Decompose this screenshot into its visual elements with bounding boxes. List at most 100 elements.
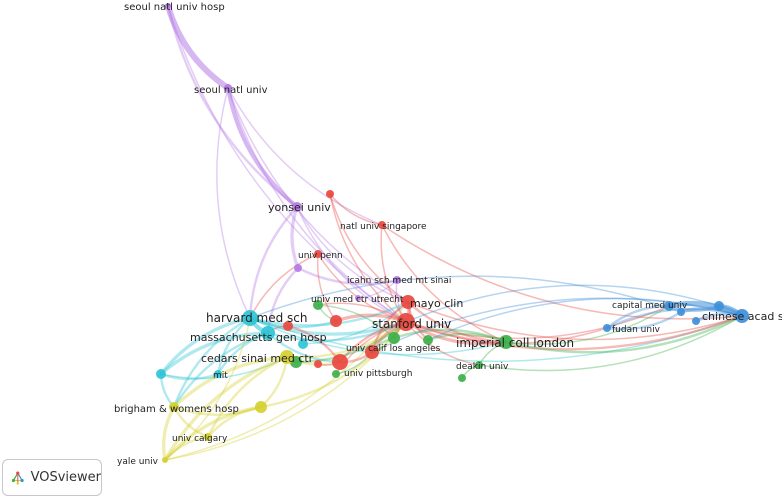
network-link xyxy=(159,331,270,376)
network-link xyxy=(504,314,744,354)
node-chinese-acad-sci[interactable] xyxy=(735,309,749,323)
node-cyan-center[interactable] xyxy=(298,339,308,349)
node-mit[interactable] xyxy=(214,370,222,378)
node-massachusetts-gen-hosp[interactable] xyxy=(261,326,275,340)
node-label-icahn: icahn sch med mt sinai xyxy=(347,276,451,286)
network-link xyxy=(404,314,744,351)
node-label-brigham-womens-hosp: brigham & womens hosp xyxy=(114,404,239,415)
node-label-univ-penn: univ penn xyxy=(298,251,343,261)
node-red-center[interactable] xyxy=(330,315,342,327)
node-label-seoul-natl-univ: seoul natl univ xyxy=(194,85,268,96)
network-link xyxy=(329,193,383,226)
node-label-harvard-med-sch: harvard med sch xyxy=(206,311,307,325)
node-green-right[interactable] xyxy=(423,335,433,345)
node-mayo-clin[interactable] xyxy=(401,295,415,309)
vosviewer-brand-name: VOSviewer xyxy=(30,470,101,485)
node-green-mid[interactable] xyxy=(388,332,400,344)
network-link xyxy=(296,206,407,323)
node-univ-calgary[interactable] xyxy=(204,433,212,441)
network-link xyxy=(392,328,508,344)
node-univ-calif-los-angeles[interactable] xyxy=(365,345,379,359)
node-label-seoul-natl-univ-hosp: seoul natl univ hosp xyxy=(124,2,225,13)
network-link xyxy=(167,5,407,323)
node-label-univ-pittsburgh: univ pittsburgh xyxy=(344,369,412,379)
node-univ-penn[interactable] xyxy=(314,250,322,258)
node-label-univ-calgary: univ calgary xyxy=(172,434,228,444)
node-yellow-mid[interactable] xyxy=(255,401,267,413)
network-link xyxy=(163,405,263,462)
node-yale-univ[interactable] xyxy=(162,457,168,463)
network-links xyxy=(159,3,745,462)
network-link xyxy=(248,205,299,320)
node-univ-pittsburgh[interactable] xyxy=(332,370,340,378)
node-deakin-univ[interactable] xyxy=(475,361,483,369)
network-link xyxy=(266,320,408,342)
network-link xyxy=(405,284,720,323)
network-link xyxy=(159,316,252,376)
network-link xyxy=(160,356,288,380)
network-link xyxy=(248,300,410,327)
node-blue-a[interactable] xyxy=(714,301,724,311)
node-blue-b[interactable] xyxy=(692,317,700,325)
network-link xyxy=(227,87,407,323)
network-link xyxy=(290,205,300,270)
node-blue-c[interactable] xyxy=(677,308,685,316)
network-link xyxy=(605,307,744,330)
node-label-yonsei-univ: yonsei univ xyxy=(268,201,331,214)
network-link xyxy=(317,302,407,323)
network-link xyxy=(249,253,319,319)
node-cyan-left[interactable] xyxy=(156,369,166,379)
node-natl-univ-singapore[interactable] xyxy=(378,221,386,229)
network-link xyxy=(605,304,671,330)
network-link xyxy=(329,193,407,323)
network-link xyxy=(164,301,409,461)
node-icahn[interactable] xyxy=(393,276,401,284)
node-purple-small-a[interactable] xyxy=(294,264,302,272)
node-yonsei-univ[interactable] xyxy=(292,202,302,212)
node-red-big[interactable] xyxy=(332,354,348,370)
vosviewer-logo-box[interactable]: VOSviewer xyxy=(2,459,102,496)
node-harvard-med-sch[interactable] xyxy=(242,310,258,326)
node-capital-med-univ[interactable] xyxy=(664,301,674,311)
node-label-massachusetts-gen-hosp: massachusetts gen hosp xyxy=(190,331,327,344)
network-link xyxy=(296,266,399,286)
network-link xyxy=(406,300,508,344)
network-link xyxy=(163,355,289,462)
network-link xyxy=(159,372,176,409)
node-red-left[interactable] xyxy=(283,321,293,331)
node-red-top[interactable] xyxy=(326,190,334,198)
node-purple-small-b[interactable] xyxy=(355,295,361,301)
node-green-low[interactable] xyxy=(458,374,466,382)
network-link xyxy=(172,331,270,409)
node-label-cedars-sinai-med-ctr: cedars sinai med ctr xyxy=(201,352,314,365)
node-imperial-coll-london[interactable] xyxy=(499,335,513,349)
node-red-small[interactable] xyxy=(314,360,322,368)
node-label-yale-univ: yale univ xyxy=(117,457,159,467)
network-link xyxy=(302,301,409,345)
network-link xyxy=(165,3,231,91)
vosviewer-network-logo-icon xyxy=(11,470,24,485)
network-link xyxy=(294,320,408,364)
node-seoul-natl-univ[interactable] xyxy=(224,84,232,92)
network-link xyxy=(405,305,670,340)
network-link xyxy=(225,85,300,210)
network-link xyxy=(317,304,395,339)
network-link xyxy=(172,355,289,409)
node-brigham-womens-hosp[interactable] xyxy=(169,402,179,412)
node-fudan-univ[interactable] xyxy=(603,324,611,332)
node-label-mit: mit xyxy=(213,371,228,381)
network-link xyxy=(285,320,408,359)
network-link xyxy=(371,297,743,353)
network-link xyxy=(159,372,220,381)
node-cedars-sinai-med-ctr[interactable] xyxy=(280,350,294,364)
node-label-fudan-univ: fudan univ xyxy=(612,325,661,335)
network-link xyxy=(316,253,337,322)
network-link xyxy=(172,405,263,417)
node-label-chinese-acad-sci: chinese acad sci xyxy=(702,310,782,323)
network-link xyxy=(296,206,409,303)
node-label-stanford-univ: stanford univ xyxy=(372,317,451,331)
node-stanford-univ[interactable] xyxy=(397,313,415,331)
node-seoul-natl-univ-hosp[interactable] xyxy=(165,3,171,9)
node-univ-med-ctr-utrecht[interactable] xyxy=(313,300,323,310)
